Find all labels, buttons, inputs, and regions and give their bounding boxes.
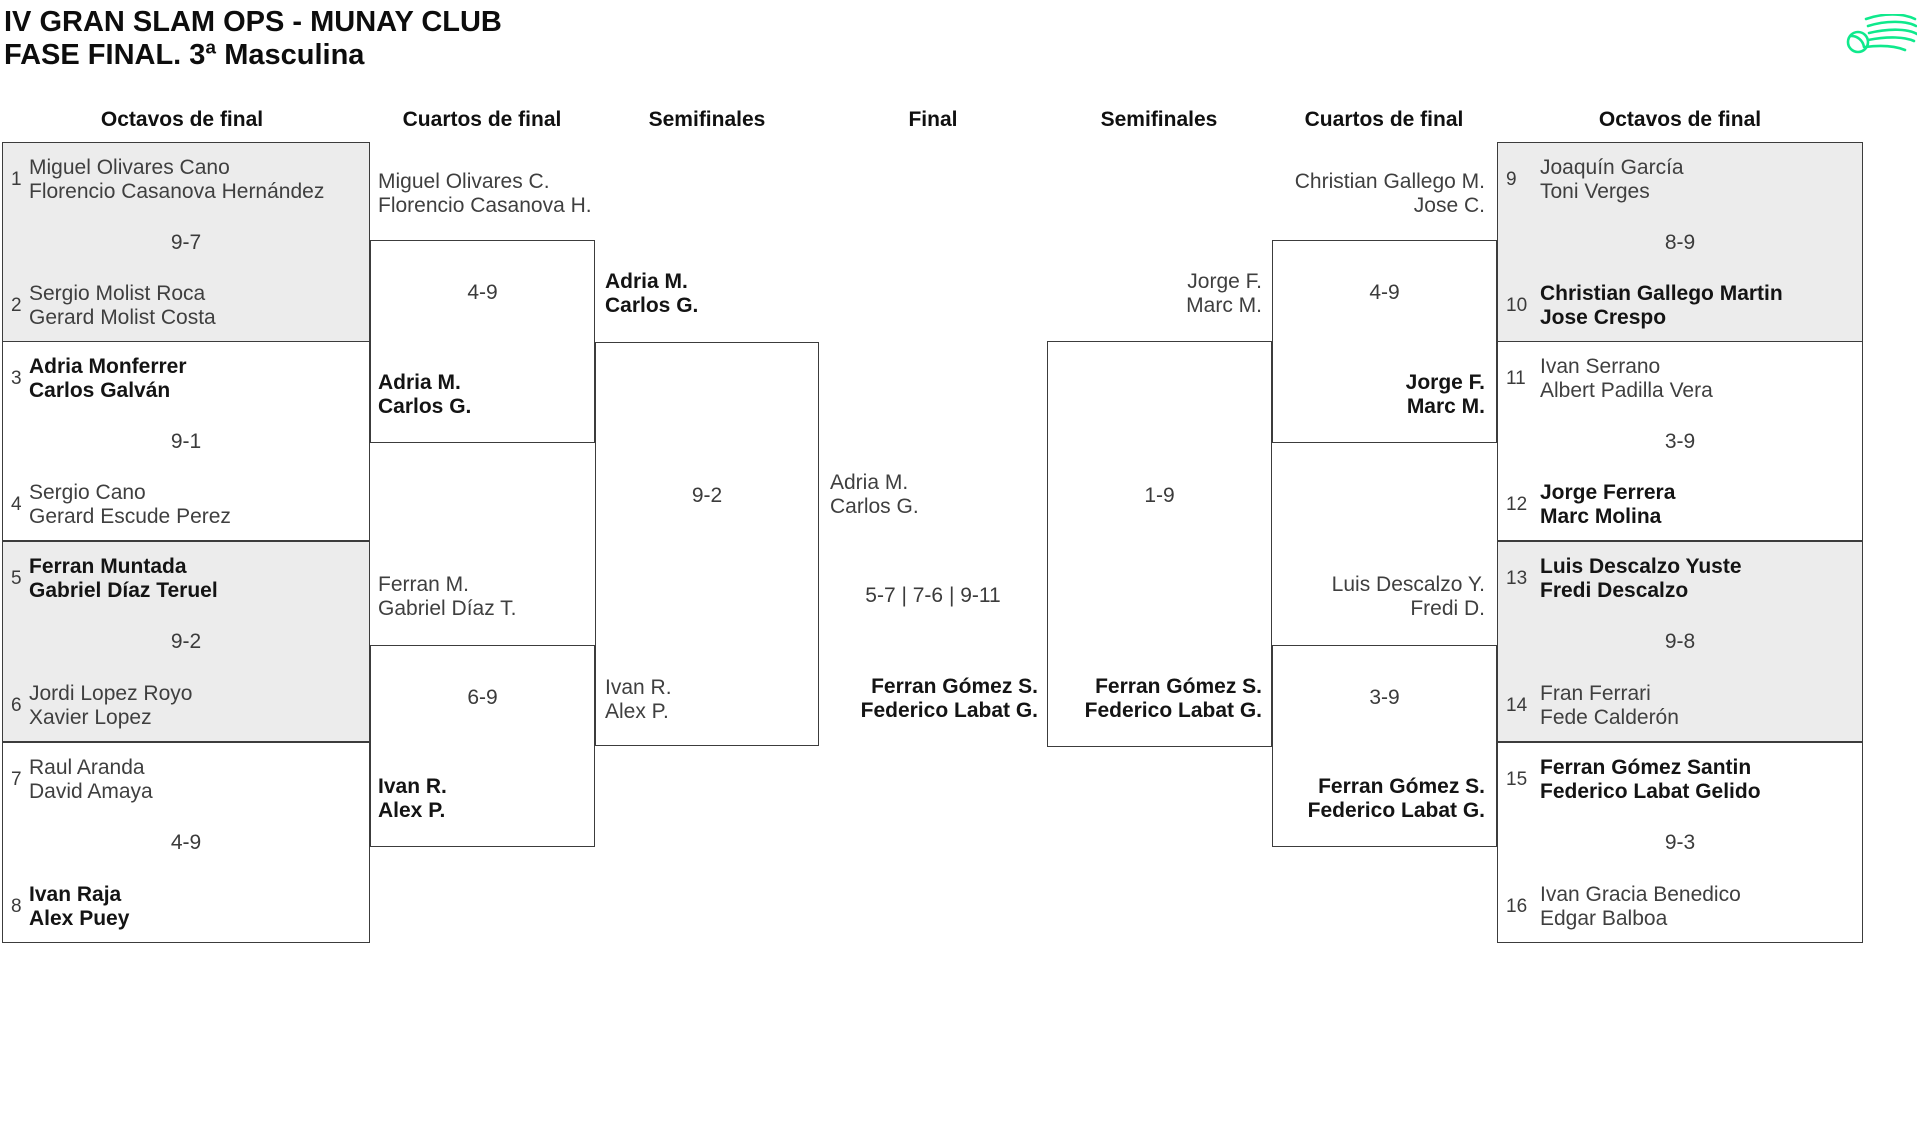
seed-number: 15 <box>1506 769 1528 790</box>
seed-number: 2 <box>11 295 22 316</box>
match-score: 1-9 <box>1144 484 1175 507</box>
seed-number: 13 <box>1506 568 1528 589</box>
team-names: Adria M.Carlos G. <box>605 270 699 317</box>
round-header: Semifinales <box>1100 108 1218 131</box>
tournament-title-line2: FASE FINAL. 3ª Masculina <box>4 39 365 71</box>
match-score: 3-9 <box>1664 430 1696 453</box>
team-names: Ferran Gómez S.Federico Labat G. <box>860 675 1038 722</box>
seed-number: 12 <box>1506 494 1528 515</box>
tournament-title-line1: IV GRAN SLAM OPS - MUNAY CLUB <box>4 6 502 38</box>
match-score: 9-1 <box>170 430 202 453</box>
team-names: Adria M.Carlos G. <box>830 471 919 518</box>
round-header: Cuartos de final <box>1304 108 1464 131</box>
seed-number: 9 <box>1506 169 1517 190</box>
match-score: 6-9 <box>467 686 498 709</box>
seed-number: 11 <box>1506 368 1526 389</box>
team-names: Jorge F.Marc M. <box>1186 270 1262 317</box>
match-score: 3-9 <box>1369 686 1400 709</box>
connector-box-sf-left <box>595 342 819 746</box>
team-names: Luis Descalzo Y.Fredi D. <box>1331 573 1485 620</box>
team-names: Miguel Olivares C.Florencio Casanova H. <box>378 170 592 217</box>
team-names: Ivan R.Alex P. <box>378 775 447 822</box>
seed-number: 4 <box>11 494 22 515</box>
match-score: 4-9 <box>1369 281 1400 304</box>
connector-box-sf-right <box>1047 341 1272 747</box>
match-score: 9-8 <box>1664 630 1696 653</box>
round-header: Final <box>908 108 958 131</box>
match-score: 4-9 <box>467 281 498 304</box>
seed-number: 7 <box>11 769 22 790</box>
match-score: 5-7 | 7-6 | 9-11 <box>865 584 1001 607</box>
seed-number: 5 <box>11 568 22 589</box>
match-score: 9-2 <box>691 484 723 507</box>
connector-box-qf-left-1 <box>370 240 595 443</box>
round-header: Cuartos de final <box>402 108 562 131</box>
connector-box-qf-left-2 <box>370 645 595 847</box>
seed-number: 14 <box>1506 695 1528 716</box>
seed-number: 16 <box>1506 896 1528 917</box>
match-score: 4-9 <box>170 831 202 854</box>
team-names: Ferran Gómez S.Federico Labat G. <box>1307 775 1485 822</box>
seed-number: 1 <box>11 169 22 190</box>
match-score: 9-3 <box>1664 831 1696 854</box>
connector-box-qf-right-2 <box>1272 645 1497 847</box>
round-header: Semifinales <box>648 108 766 131</box>
round-header: Octavos de final <box>100 108 264 131</box>
seed-number: 6 <box>11 695 22 716</box>
round-header: Octavos de final <box>1598 108 1762 131</box>
team-names: Ivan R.Alex P. <box>605 676 672 723</box>
team-names: Ferran M.Gabriel Díaz T. <box>378 573 517 620</box>
match-score: 8-9 <box>1664 231 1696 254</box>
team-names: Adria M.Carlos G. <box>378 371 472 418</box>
match-score: 9-2 <box>170 630 202 653</box>
seed-number: 3 <box>11 368 22 389</box>
seed-number: 8 <box>11 896 22 917</box>
match-score: 9-7 <box>170 231 202 254</box>
team-names: Ferran Gómez S.Federico Labat G. <box>1084 675 1262 722</box>
tournament-title: IV GRAN SLAM OPS - MUNAY CLUB FASE FINAL… <box>4 6 502 72</box>
connector-box-qf-right-1 <box>1272 240 1497 443</box>
ball-swoosh-logo <box>1846 14 1917 54</box>
team-names: Jorge F.Marc M. <box>1405 371 1485 418</box>
team-names: Christian Gallego M.Jose C. <box>1294 170 1485 217</box>
seed-number: 10 <box>1506 295 1528 316</box>
